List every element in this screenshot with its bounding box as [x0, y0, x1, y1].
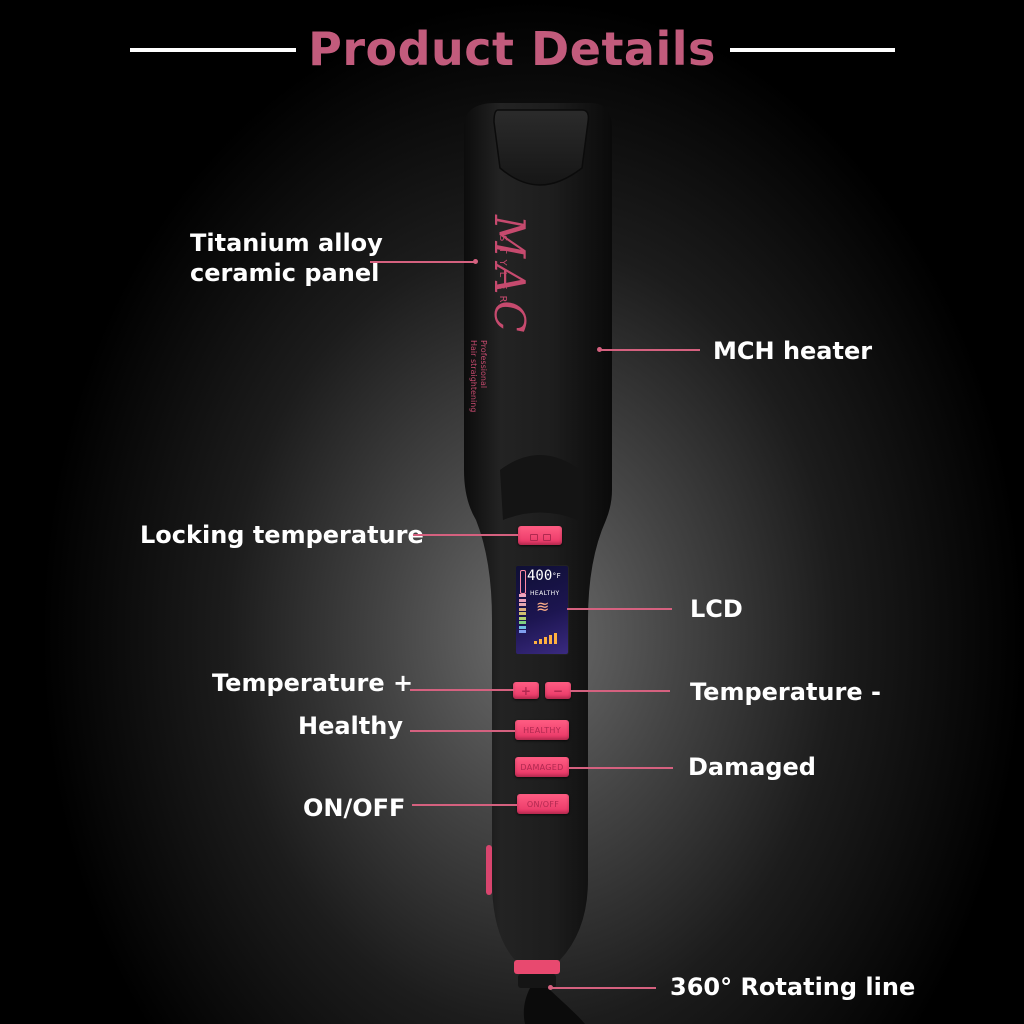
lcd-level-bars	[519, 594, 526, 633]
label-mch-heater: MCH heater	[713, 337, 873, 365]
minus-icon: −	[552, 683, 564, 698]
title-rule-left	[130, 48, 296, 52]
leader-on-off	[412, 804, 517, 806]
leader-healthy	[410, 730, 515, 732]
on-off-button[interactable]: ON/OFF	[517, 794, 569, 814]
brand-tagline-2: Hair straightening	[469, 340, 478, 413]
leader-temp-plus	[410, 689, 514, 691]
lock-icon-2	[542, 534, 551, 541]
page-title: Product Details	[308, 22, 716, 76]
leader-locking	[413, 534, 518, 536]
damaged-button-label: DAMAGED	[520, 762, 564, 772]
lcd-mode: HEALTHY	[530, 590, 560, 597]
thermometer-icon	[520, 570, 526, 594]
temperature-minus-button[interactable]: −	[545, 682, 571, 699]
heat-waves-icon: ≋	[536, 597, 550, 616]
lcd-unit: °F	[552, 572, 561, 580]
lcd-display: 400°F HEALTHY ≋	[515, 565, 569, 655]
on-off-button-label: ON/OFF	[526, 799, 560, 809]
lcd-temperature: 400	[527, 568, 553, 584]
label-locking-temperature: Locking temperature	[140, 521, 424, 549]
top-cap	[493, 109, 590, 186]
signal-bars-icon	[534, 632, 564, 644]
label-temperature-plus: Temperature +	[212, 669, 414, 697]
side-accent	[486, 845, 492, 895]
leader-dot-titanium	[473, 259, 478, 264]
label-temperature-minus: Temperature -	[690, 678, 881, 706]
plus-icon: +	[520, 683, 532, 698]
leader-lcd	[567, 608, 672, 610]
brand-styler: STYLER	[497, 235, 508, 309]
label-titanium-line1: Titanium alloy	[190, 229, 383, 257]
power-cord	[523, 985, 585, 1024]
label-damaged: Damaged	[688, 753, 816, 781]
brand-mac: MAC	[485, 215, 534, 339]
brand-logo: MAC STYLER Professional Hair straighteni…	[469, 205, 570, 435]
label-healthy: Healthy	[298, 712, 403, 740]
label-rotating-line: 360° Rotating line	[670, 973, 916, 1001]
title-rule-right	[730, 48, 895, 52]
leader-titanium	[370, 261, 474, 263]
healthy-button-label: HEALTHY	[523, 725, 561, 735]
leader-mch	[600, 349, 700, 351]
leader-damaged	[569, 767, 673, 769]
rotating-collar	[514, 960, 560, 974]
leader-dot-mch	[597, 347, 602, 352]
brand-tagline-1: Professional	[479, 340, 488, 389]
label-lcd: LCD	[690, 595, 743, 623]
label-titanium-panel: Titanium alloy ceramic panel	[190, 228, 383, 288]
leader-dot-rotating	[548, 985, 553, 990]
healthy-button[interactable]: HEALTHY	[515, 720, 569, 740]
label-on-off: ON/OFF	[303, 794, 406, 822]
leader-rotating	[551, 987, 656, 989]
lock-button[interactable]	[518, 526, 562, 545]
label-titanium-line2: ceramic panel	[190, 259, 380, 287]
lock-icon	[529, 534, 538, 541]
leader-temp-minus	[570, 690, 670, 692]
temperature-plus-button[interactable]: +	[513, 682, 539, 699]
damaged-button[interactable]: DAMAGED	[515, 757, 569, 777]
